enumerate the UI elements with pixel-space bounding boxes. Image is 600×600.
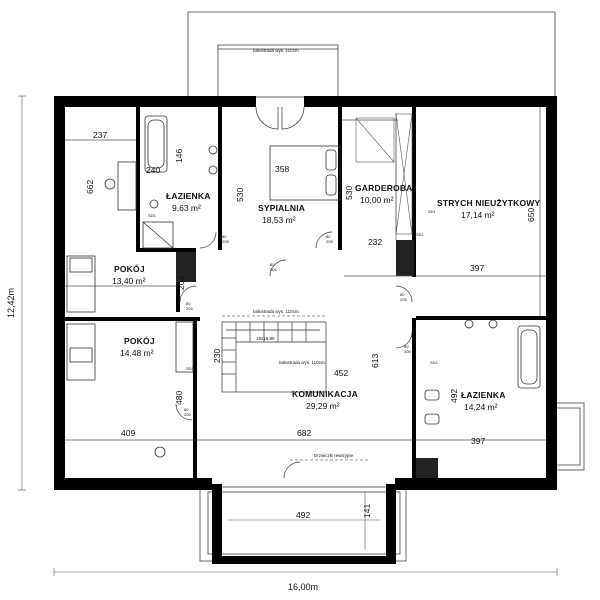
door-e-width: 80 — [404, 344, 409, 349]
dim-492b: 492 — [296, 510, 310, 520]
note-stairs: 18x16,80 — [256, 336, 275, 341]
outer-walls — [54, 96, 557, 564]
note-sd1-d: SD1 — [186, 366, 195, 371]
balustrade-lines — [222, 315, 370, 461]
room-name-lazienka-top: ŁAZIENKA — [166, 191, 211, 201]
door-d-width: 80 — [400, 292, 405, 297]
room-area-lazienka-bottom: 14,24 m² — [464, 402, 498, 412]
door-c-width: 80 — [186, 301, 191, 306]
dimension-lines — [18, 95, 558, 576]
door-g-width: 80 — [270, 262, 275, 267]
room-name-pokoj-bottom: POKÓJ — [124, 335, 155, 346]
door-a-height: 205 — [222, 239, 229, 244]
shower-tray-icon — [142, 221, 174, 249]
note-sd1-b: SD1 — [428, 209, 437, 214]
bed-pokoj-top-icon — [66, 255, 96, 313]
dim-682: 682 — [297, 428, 311, 438]
staircase — [221, 321, 327, 393]
dim-240: 240 — [146, 165, 160, 175]
door-g-height: 205 — [270, 267, 277, 272]
door-swings — [175, 106, 413, 479]
door-b-height: 205 — [326, 239, 333, 244]
dim-141: 141 — [362, 504, 372, 518]
desk-pokoj-bottom-icon — [154, 321, 194, 458]
thin-lines — [65, 107, 546, 441]
room-area-pokoj-bottom: 14,48 m² — [120, 348, 154, 358]
dim-409: 409 — [121, 428, 135, 438]
dim-530b: 530 — [344, 186, 354, 200]
door-f-height: 205 — [184, 412, 191, 417]
dim-237: 237 — [93, 130, 107, 140]
room-name-pokoj-top: POKÓJ — [114, 263, 145, 274]
note-balustrade-top: balustrada wys. 110cm — [253, 48, 299, 53]
dim-613: 613 — [370, 354, 380, 368]
room-area-pokoj-top: 13,40 m² — [112, 276, 146, 286]
note-sd1-a: SD1 — [148, 213, 157, 218]
dim-662: 662 — [85, 180, 95, 194]
dim-452: 452 — [334, 368, 348, 378]
dim-530a: 530 — [235, 188, 245, 202]
note-sd1-c: SD1 — [416, 232, 425, 237]
room-area-garderoba: 10,00 m² — [360, 195, 394, 205]
bed-sypialnia-icon — [269, 145, 341, 201]
terrace-bottom — [199, 486, 407, 562]
room-name-strych: STRYCH NIEUŻYTKOWY — [437, 198, 541, 208]
door-b-width: 80 — [326, 234, 331, 239]
door-f-width: 80 — [184, 407, 189, 412]
dim-492a: 492 — [449, 389, 459, 403]
room-name-garderoba: GARDEROBA — [355, 183, 413, 193]
bed-pokoj-bottom-icon — [66, 323, 96, 381]
sink-top-icon — [149, 145, 218, 209]
room-area-komunikacja: 29,29 m² — [306, 401, 340, 411]
room-area-sypialnia: 18,53 m² — [262, 215, 296, 225]
overall-width: 16,00m — [288, 582, 318, 592]
roof-window-icons — [355, 113, 413, 235]
note-balustrade-stair: balustrada wys. 110cm — [279, 360, 325, 365]
dim-146: 146 — [174, 149, 184, 163]
note-drzwiczki: Drzwiczki rewizyjne — [314, 453, 354, 458]
interior-walls — [65, 107, 546, 478]
dim-204: 204 — [176, 276, 186, 290]
door-e-height: 205 — [404, 349, 411, 354]
terrace-top — [187, 11, 556, 98]
bathtub-top-icon — [144, 115, 168, 173]
dim-358: 358 — [275, 164, 289, 174]
room-name-komunikacja: KOMUNIKACJA — [292, 389, 358, 399]
dim-230: 230 — [212, 349, 222, 363]
sink-bottom-icon — [424, 319, 498, 425]
bathtub-bottom-icon — [517, 325, 541, 389]
room-area-lazienka-top: 9,63 m² — [172, 203, 201, 213]
door-c-height: 205 — [186, 306, 193, 311]
dim-480: 480 — [174, 391, 184, 405]
door-a-width: 80 — [222, 234, 227, 239]
dim-397b: 397 — [471, 436, 485, 446]
note-balustrade-mid: balustrada wys. 110cm — [253, 309, 299, 314]
dim-397a: 397 — [470, 263, 484, 273]
door-d-height: 205 — [400, 297, 407, 302]
room-area-strych: 17,14 m² — [461, 210, 495, 220]
room-name-lazienka-bottom: ŁAZIENKA — [461, 390, 506, 400]
desk-pokoj-top-icon — [104, 161, 137, 211]
note-sd1-e: SD1 — [430, 360, 439, 365]
overall-height: 12,42m — [6, 288, 16, 318]
dim-650: 650 — [526, 208, 536, 222]
room-name-sypialnia: SYPIALNIA — [258, 203, 305, 213]
dim-232: 232 — [368, 237, 382, 247]
